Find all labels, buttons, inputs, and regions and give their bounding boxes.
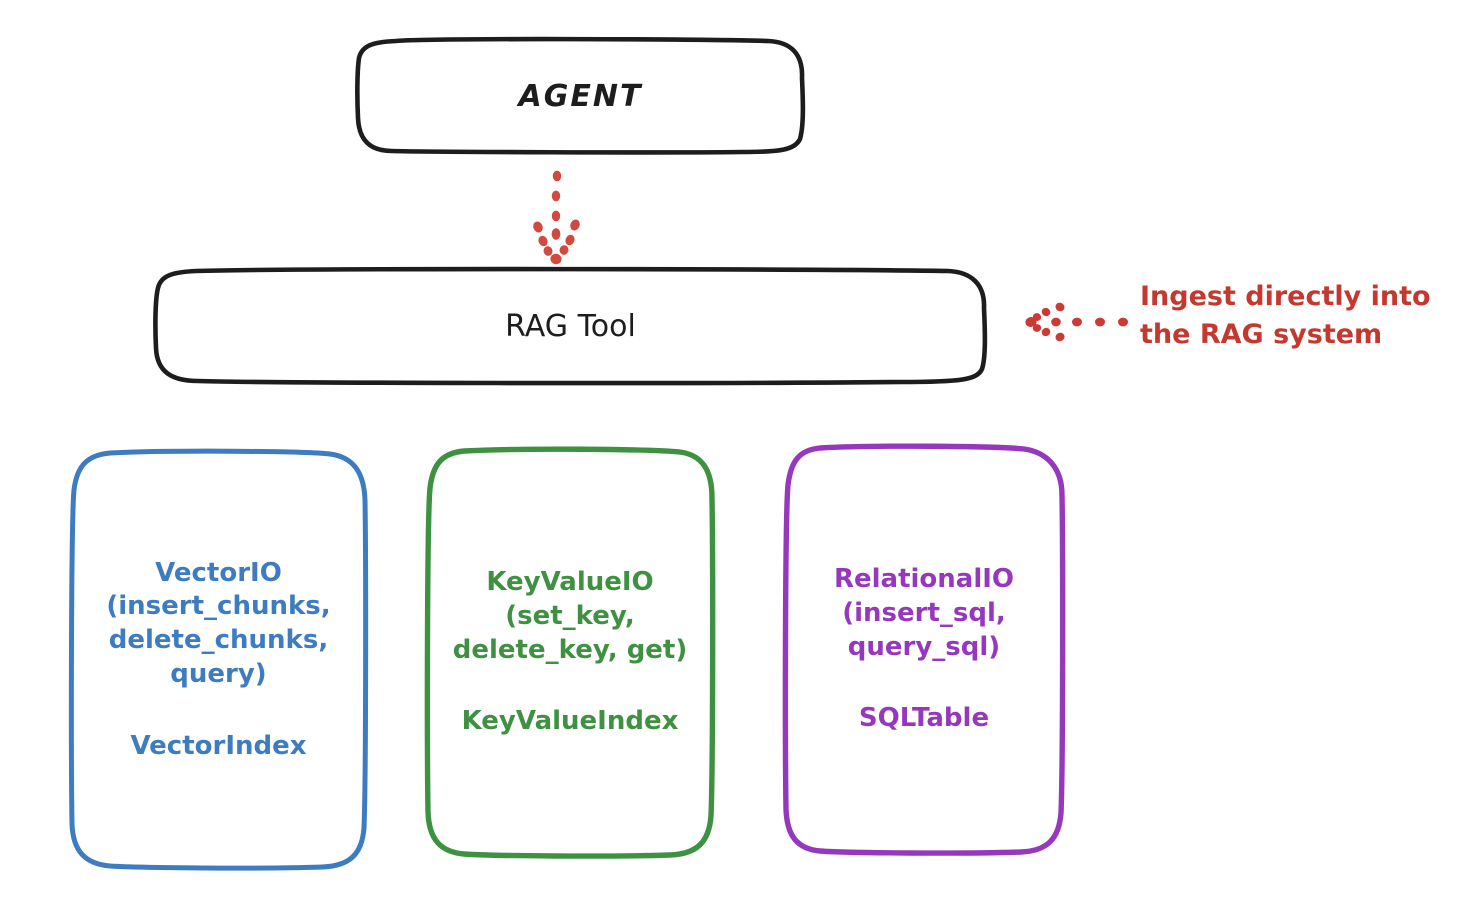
dotted-left-arrow-icon xyxy=(1025,302,1128,342)
agent-box[interactable] xyxy=(355,36,806,155)
key-value-io-box[interactable] xyxy=(424,446,716,859)
vector-io-box[interactable] xyxy=(68,448,369,871)
dotted-down-arrow-icon xyxy=(533,170,580,265)
rag-tool-box[interactable] xyxy=(153,266,988,386)
relational-io-box[interactable] xyxy=(782,443,1066,856)
